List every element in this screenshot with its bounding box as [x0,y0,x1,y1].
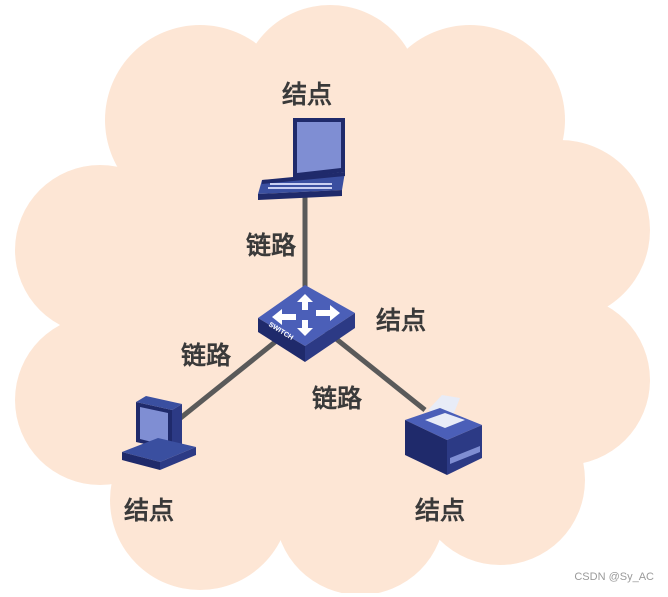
link-label-left: 链路 [181,341,232,370]
node-label-bottom-right: 结点 [415,496,466,525]
switch-icon: SWITCH [258,285,355,362]
link-line-right [323,328,427,412]
desktop-computer-icon [122,396,196,470]
node-label-top: 结点 [282,80,333,109]
node-label-switch: 结点 [376,306,427,335]
laptop-icon [258,118,345,200]
link-label-right: 链路 [312,384,363,413]
watermark: CSDN @Sy_AC [574,571,654,583]
node-label-bottom-left: 结点 [124,496,175,525]
printer-icon [405,395,482,475]
cloud-shape [15,5,650,595]
link-label-top: 链路 [246,231,297,260]
link-line-left [176,328,292,422]
